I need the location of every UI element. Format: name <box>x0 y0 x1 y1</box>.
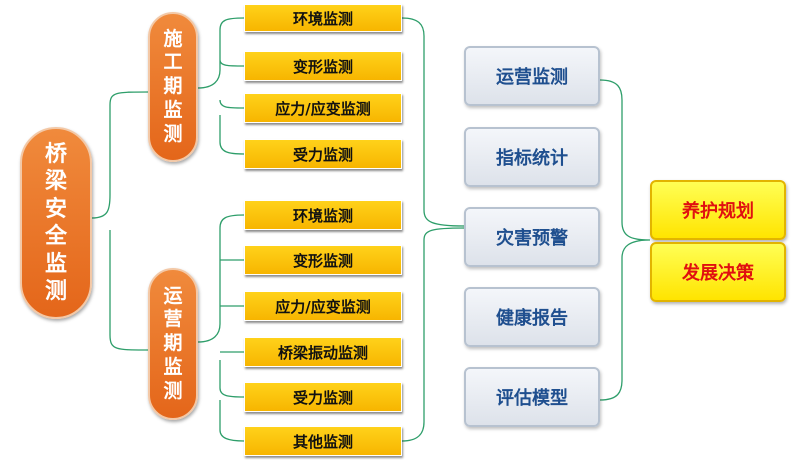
phase-construction: 施 工 期 监 测 <box>148 12 198 162</box>
operation-item: 桥梁振动监测 <box>244 337 402 367</box>
outcome-box: 发展决策 <box>650 242 786 302</box>
brace-construction-items <box>401 17 465 227</box>
phase-construction-label: 施 工 期 监 测 <box>163 27 183 145</box>
phase-operation: 运 营 期 监 测 <box>148 268 198 420</box>
operation-item: 受力监测 <box>244 382 402 412</box>
function-box: 灾害预警 <box>464 207 600 267</box>
phase-operation-label: 运 营 期 监 测 <box>163 284 183 402</box>
outcome-box: 养护规划 <box>650 180 786 240</box>
brace-construction <box>197 17 245 155</box>
function-box: 评估模型 <box>464 367 600 427</box>
construction-item: 受力监测 <box>244 139 402 169</box>
brace-operation-items <box>401 227 465 442</box>
brace-operation <box>197 214 245 442</box>
brace-root <box>91 91 149 351</box>
construction-item: 环境监测 <box>244 4 402 32</box>
construction-item: 应力/应变监测 <box>244 93 402 123</box>
operation-item: 变形监测 <box>244 245 402 275</box>
operation-item: 其他监测 <box>244 426 402 456</box>
root-node: 桥 梁 安 全 监 测 <box>20 127 92 319</box>
construction-item: 变形监测 <box>244 51 402 81</box>
function-box: 指标统计 <box>464 127 600 187</box>
operation-item: 环境监测 <box>244 200 402 230</box>
root-label: 桥 梁 安 全 监 测 <box>44 141 67 305</box>
function-box: 健康报告 <box>464 287 600 347</box>
function-box: 运营监测 <box>464 46 600 106</box>
operation-item: 应力/应变监测 <box>244 291 402 321</box>
brace-functions <box>599 79 651 401</box>
